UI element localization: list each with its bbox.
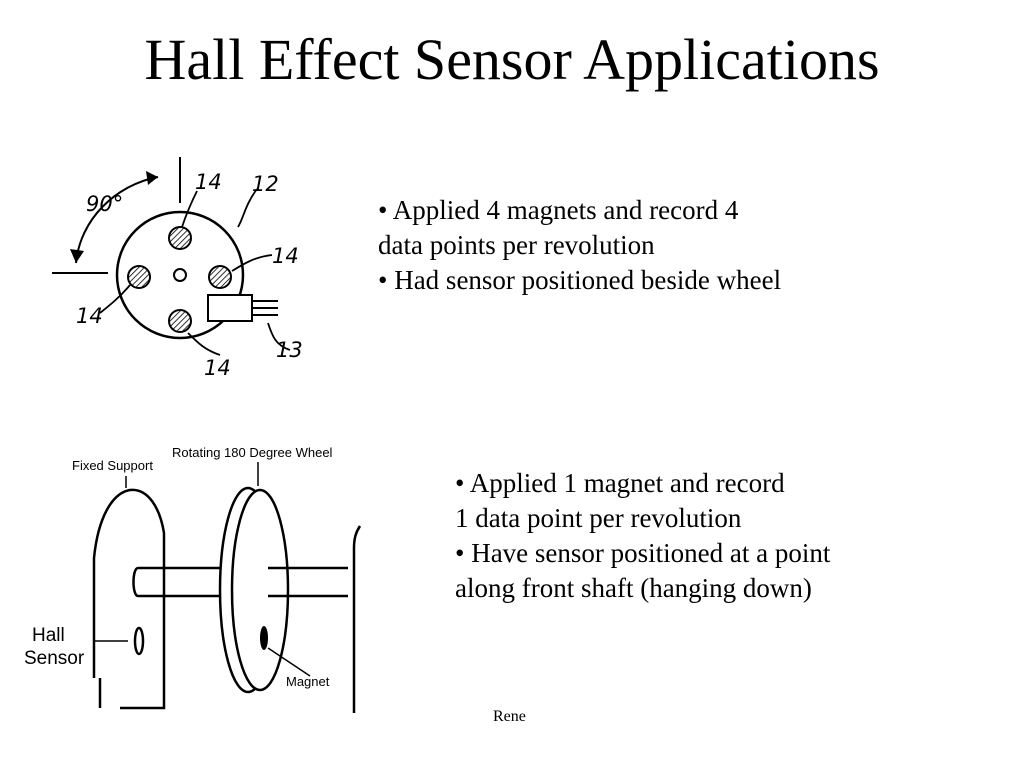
wheel-magnets-diagram: 90° 14 12 14 14 14 13 xyxy=(52,157,303,380)
wheel-disc xyxy=(115,210,245,340)
center-hole xyxy=(173,268,187,282)
hall-sensor-block xyxy=(207,294,253,322)
bullet-line: • Had sensor positioned beside wheel xyxy=(378,265,782,295)
hall-sensor-label-line1: Hall xyxy=(32,625,65,646)
callout-14-right: 14 xyxy=(272,244,299,268)
callout-12: 12 xyxy=(252,172,279,196)
bullet-line: • Applied 1 magnet and record xyxy=(455,468,785,498)
bullet-line: along front shaft (hanging down) xyxy=(455,573,812,603)
bullet-line: • Have sensor positioned at a point xyxy=(455,538,831,568)
callout-14-bottom: 14 xyxy=(204,356,231,380)
hall-sensor xyxy=(133,626,145,656)
callout-13: 13 xyxy=(276,338,303,362)
top-bullet-list: • Applied 4 magnets and record 4 data po… xyxy=(378,193,781,298)
magnet xyxy=(260,626,268,650)
magnet-left xyxy=(127,265,151,289)
footer-author: Rene xyxy=(493,708,526,725)
wheel-label: Rotating 180 Degree Wheel xyxy=(172,445,333,460)
right-support-partial xyxy=(352,525,362,713)
rotating-wheel-front xyxy=(230,488,290,692)
angle-arc-arrow xyxy=(75,176,159,264)
bullet-line: 1 data point per revolution xyxy=(455,503,742,533)
hall-sensor-label-line2: Sensor xyxy=(24,648,85,669)
bottom-bullet-list: • Applied 1 magnet and record 1 data poi… xyxy=(455,466,830,606)
magnet-label: Magnet xyxy=(286,674,330,689)
angle-label: 90° xyxy=(86,192,123,216)
bullet-line: • Applied 4 magnets and record 4 xyxy=(378,195,739,225)
callout-14-top: 14 xyxy=(195,170,222,194)
magnet-right xyxy=(208,265,232,289)
shaft-sensor-diagram: Fixed Support Rotating 180 Degree Wheel … xyxy=(24,445,362,713)
slide-title: Hall Effect Sensor Applications xyxy=(144,27,880,92)
fixed-support xyxy=(92,488,166,710)
callout-14-left: 14 xyxy=(76,304,103,328)
magnet-top xyxy=(168,226,192,250)
bullet-line: data points per revolution xyxy=(378,230,655,260)
fixed-support-label: Fixed Support xyxy=(72,458,153,473)
magnet-bottom xyxy=(168,309,192,333)
